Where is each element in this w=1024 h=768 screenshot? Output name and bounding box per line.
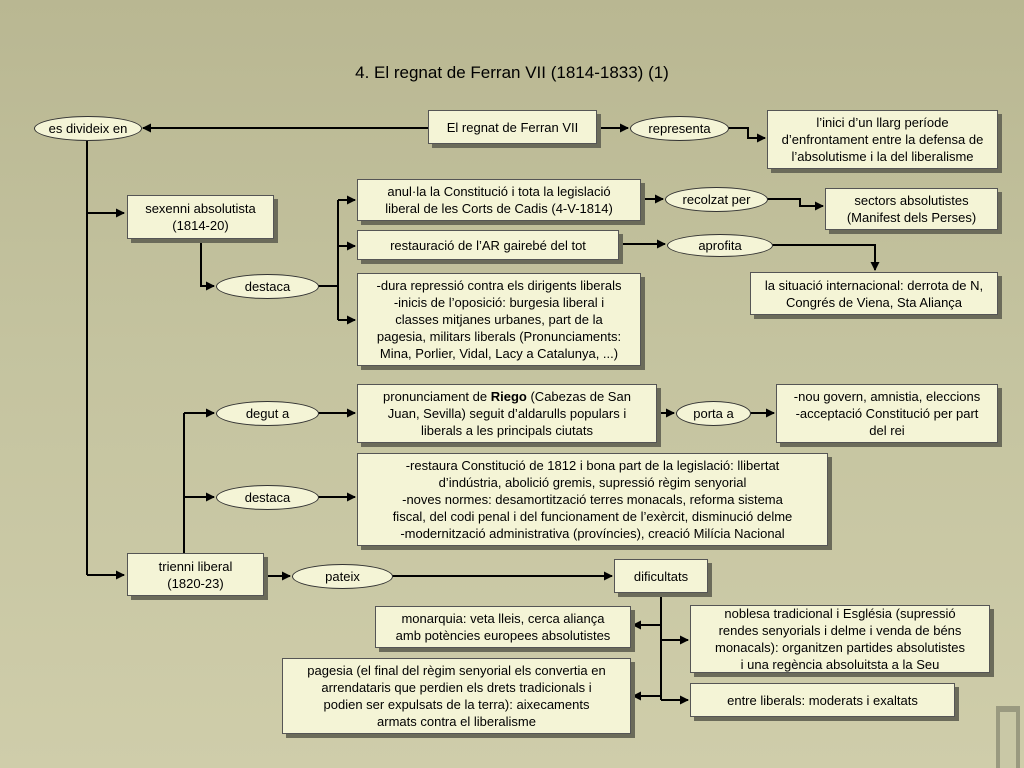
box-line: -acceptació Constitució per part (795, 406, 979, 421)
box-line: liberal de les Corts de Cadis (4-V-1814) (385, 201, 613, 216)
box-line: -nou govern, amnistia, eleccions (793, 389, 981, 404)
box-pagesia: pagesia (el final del règim senyorial el… (282, 658, 631, 734)
box-line: -noves normes: desamortització terres mo… (402, 492, 783, 507)
box-restauracio-ar: restauració de l’AR gairebé del tot (357, 230, 619, 260)
oval-degut-a: degut a (216, 401, 319, 426)
box-line: classes mitjanes urbanes, part de la (395, 312, 603, 327)
box-noblesa-esglesia: noblesa tradicional i Església (supressi… (690, 605, 990, 673)
oval-es-divideix-en: es divideix en (34, 116, 142, 141)
oval-label: aprofita (698, 238, 742, 253)
box-line: amb potències europees absolutistes (395, 628, 611, 643)
box-line: trienni liberal (158, 558, 233, 574)
box-line: -modernització administrativa (províncie… (400, 526, 785, 541)
oval-label: es divideix en (48, 121, 128, 136)
box-line: noblesa tradicional i Església (supressi… (724, 606, 956, 621)
box-dificultats: dificultats (614, 559, 708, 593)
oval-destaca-trienni: destaca (216, 485, 319, 510)
box-line: (1820-23) (167, 575, 224, 591)
decorative-block-inner (1000, 712, 1016, 768)
box-line: monacals): organitzen partides absolutis… (714, 640, 966, 655)
box-line: pagesia (el final del règim senyorial el… (307, 663, 606, 678)
oval-label: porta a (693, 406, 734, 421)
box-line-segment: (Cabezas de San (526, 389, 631, 404)
box-sectors-absolutistes: sectors absolutistes (Manifest dels Pers… (825, 188, 998, 230)
oval-destaca-sexenni: destaca (216, 274, 319, 299)
box-line: d’indústria, abolició gremis, supressió … (438, 475, 747, 490)
box-line: l’inici d’un llarg període (816, 115, 949, 130)
box-regnat-ferran-vii: El regnat de Ferran VII (428, 110, 597, 144)
box-line: -dura repressió contra els dirigents lib… (376, 278, 622, 293)
box-line: rendes senyorials i delme i venda de bén… (718, 623, 962, 638)
oval-label: destaca (244, 490, 291, 505)
box-text: restauració de l’AR gairebé del tot (390, 237, 586, 253)
box-sexenni-absolutista: sexenni absolutista (1814-20) (127, 195, 274, 239)
box-line: Congrés de Viena, Sta Aliança (785, 294, 963, 310)
box-line: sectors absolutistes (854, 193, 969, 208)
box-line: (Manifest dels Perses) (846, 210, 977, 225)
box-text: dificultats (633, 568, 689, 584)
box-line: i una regència absoluitsta a la Seu (740, 657, 940, 672)
oval-label: pateix (325, 569, 360, 584)
box-inici-enfrontament: l’inici d’un llarg període d’enfrontamen… (767, 110, 998, 169)
page-title: 4. El regnat de Ferran VII (1814-1833) (… (355, 63, 669, 82)
box-line: d’enfrontament entre la defensa de (781, 132, 984, 147)
box-anulla-constitucio: anul·la la Constitució i tota la legisla… (357, 179, 641, 221)
oval-label: representa (648, 121, 711, 136)
box-restaura-constitucio: -restaura Constitució de 1812 i bona par… (357, 453, 828, 546)
oval-porta-a: porta a (676, 401, 751, 426)
box-monarquia: monarquia: veta lleis, cerca aliança amb… (375, 606, 631, 648)
box-trienni-liberal: trienni liberal (1820-23) (127, 553, 264, 596)
box-line: armats contra el liberalisme (377, 714, 536, 729)
oval-recolzat-per: recolzat per (665, 187, 768, 212)
box-line: del rei (869, 423, 905, 438)
box-pronunciament-riego: pronunciament de Riego (Cabezas de San J… (357, 384, 657, 443)
box-line: anul·la la Constitució i tota la legisla… (387, 184, 611, 199)
box-repressio-oposicio: -dura repressió contra els dirigents lib… (357, 273, 641, 366)
box-line: podien ser expulsats de la terra): aixec… (323, 697, 590, 712)
box-text: entre liberals: moderats i exaltats (727, 692, 918, 708)
box-text: El regnat de Ferran VII (446, 119, 579, 135)
box-line: sexenni absolutista (145, 201, 256, 216)
box-line: arrendataris que perdien els drets tradi… (321, 680, 592, 695)
oval-label: degut a (245, 406, 290, 421)
oval-aprofita: aprofita (667, 234, 773, 257)
box-nou-govern: -nou govern, amnistia, eleccions -accept… (776, 384, 998, 443)
box-line: monarquia: veta lleis, cerca aliança (401, 611, 605, 626)
box-line: l’absolutisme i la del liberalisme (791, 149, 974, 164)
box-line: -restaura Constitució de 1812 i bona par… (405, 458, 780, 473)
box-line: -inicis de l’oposició: burgesia liberal … (393, 295, 605, 310)
box-line: (1814-20) (172, 218, 229, 233)
oval-representa: representa (630, 116, 729, 141)
box-line: pronunciament de Riego (Cabezas de San (383, 388, 631, 405)
oval-pateix: pateix (292, 564, 393, 589)
box-line: Juan, Sevilla) seguit d’aldarulls popula… (387, 406, 627, 421)
oval-label: destaca (244, 279, 291, 294)
box-line-segment: pronunciament de (383, 389, 491, 404)
box-situacio-internacional: la situació internacional: derrota de N,… (750, 272, 998, 315)
box-line: fiscal, del codi penal i del funcionamen… (392, 509, 793, 524)
box-line: liberals a les principals ciutats (421, 423, 593, 438)
box-line: la situació internacional: derrota de N, (764, 277, 984, 293)
box-line: Mina, Porlier, Vidal, Lacy a Catalunya, … (379, 346, 619, 361)
box-line: pagesia, militars liberals (Pronunciamen… (376, 329, 622, 344)
oval-label: recolzat per (682, 192, 751, 207)
box-entre-liberals: entre liberals: moderats i exaltats (690, 683, 955, 717)
riego-bold: Riego (490, 389, 527, 404)
